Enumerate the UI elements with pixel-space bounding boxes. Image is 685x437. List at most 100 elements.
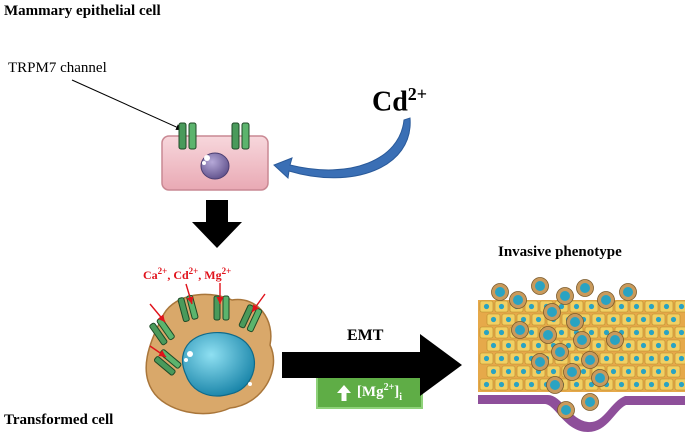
ion-mg-sup: 2+ (221, 266, 232, 276)
tissue-cell-nucleus (535, 342, 542, 349)
mg-increase-box: [Mg2+]i (316, 376, 423, 409)
invading-cell-nucleus (577, 335, 587, 345)
tissue-cell-nucleus (505, 368, 512, 375)
tissue-cell-nucleus (483, 329, 490, 336)
tissue-cell-nucleus (610, 368, 617, 375)
invading-cell-nucleus (623, 287, 633, 297)
cd-sup: 2+ (407, 84, 428, 104)
ion-influx-arrows (149, 283, 266, 358)
invading-cell-nucleus (570, 317, 580, 327)
cd-curved-arrow (273, 117, 411, 180)
invading-cell-nucleus (601, 295, 611, 305)
transformed-cell-title: Transformed cell (4, 412, 114, 428)
tissue-cell-nucleus (648, 303, 655, 310)
tissue-cell-nucleus (573, 355, 580, 362)
invading-cell-nucleus (561, 405, 571, 415)
cd-ion-label: Cd2+ (372, 84, 427, 118)
tissue-cell-nucleus (580, 368, 587, 375)
tissue-cell-nucleus (603, 329, 610, 336)
tissue-cell-nucleus (535, 316, 542, 323)
tissue-cell-nucleus (520, 342, 527, 349)
invading-cell-nucleus (585, 397, 595, 407)
tissue-cell-nucleus (663, 355, 670, 362)
trpm7-channel-left (178, 122, 197, 150)
invading-cell-nucleus (495, 287, 505, 297)
invasive-tissue (478, 277, 685, 432)
tissue-cell-nucleus (633, 329, 640, 336)
tissue-cell-nucleus (640, 316, 647, 323)
tissue-cell-nucleus (520, 368, 527, 375)
invasive-phenotype-title: Invasive phenotype (498, 244, 622, 260)
tissue-cell-nucleus (633, 381, 640, 388)
tissue-cell-nucleus (640, 368, 647, 375)
tissue-cell-nucleus (513, 381, 520, 388)
emt-label: EMT (347, 327, 384, 344)
tissue-cell-nucleus (483, 355, 490, 362)
invading-cell-nucleus (550, 380, 560, 390)
tissue-cell-nucleus (505, 342, 512, 349)
tissue-cell-nucleus (595, 316, 602, 323)
tissue-cell-nucleus (625, 368, 632, 375)
invading-cell-nucleus (560, 291, 570, 301)
invading-cells (491, 277, 637, 419)
invading-cell-nucleus (543, 330, 553, 340)
mg-concentration-text: [Mg2+]i (357, 382, 402, 403)
tissue-cell-nucleus (558, 303, 565, 310)
tissue-cell-nucleus (625, 316, 632, 323)
tissue-cell-nucleus (603, 355, 610, 362)
invading-cell-nucleus (595, 373, 605, 383)
down-arrow (192, 200, 242, 248)
invading-cell-nucleus (535, 281, 545, 291)
tissue-cell-nucleus (513, 355, 520, 362)
tissue-cell-nucleus (528, 303, 535, 310)
invading-cell-nucleus (513, 295, 523, 305)
emt-arrow (282, 334, 462, 396)
invading-cell-nucleus (585, 355, 595, 365)
tissue-cell-nucleus (498, 381, 505, 388)
tissue-cell-nucleus (490, 368, 497, 375)
tissue-cell-nucleus (505, 316, 512, 323)
tissue-cell-nucleus (633, 355, 640, 362)
tissue-cell-nucleus (678, 355, 685, 362)
trpm7-label: TRPM7 channel (8, 60, 107, 76)
tissue-cell-nucleus (498, 303, 505, 310)
tissue-cell-nucleus (558, 329, 565, 336)
tissue-cell-nucleus (678, 381, 685, 388)
mg-prefix: [Mg (356, 384, 384, 400)
mammary-cell-title: Mammary epithelial cell (4, 3, 161, 19)
tissue-cell-nucleus (573, 381, 580, 388)
ions-label: Ca2+, Cd2+, Mg2+ (143, 266, 231, 283)
tissue-cell-nucleus (550, 368, 557, 375)
tissue-cell-nucleus (678, 303, 685, 310)
invading-cell-nucleus (535, 357, 545, 367)
tissue-cell-nucleus (648, 381, 655, 388)
tissue-cell-nucleus (663, 329, 670, 336)
tissue-cell-nucleus (648, 329, 655, 336)
ion-cd-sup: 2+ (188, 266, 199, 276)
ion-ca-sup: 2+ (157, 266, 168, 276)
invading-cell-nucleus (580, 283, 590, 293)
tissue-cell-nucleus (618, 355, 625, 362)
tissue-cell-nucleus (633, 303, 640, 310)
tissue-cell-nucleus (648, 355, 655, 362)
tissue-cell-nucleus (618, 381, 625, 388)
up-arrow-icon (336, 384, 351, 401)
tissue-cell-nucleus (663, 303, 670, 310)
transformed-channel-4 (238, 304, 263, 333)
mg-sup: 2+ (383, 382, 395, 393)
tissue-cell-nucleus (588, 303, 595, 310)
ion-ca: Ca (143, 268, 158, 282)
tissue-cell-nucleus (498, 355, 505, 362)
ion-cd: , Cd (167, 268, 189, 282)
mg-close: ] (394, 384, 400, 400)
tissue-cell-nucleus (640, 342, 647, 349)
tissue-cell-nucleus (483, 381, 490, 388)
tissue-cell-nucleus (483, 303, 490, 310)
tissue-cell-nucleus (490, 342, 497, 349)
tissue-cell-nucleus (588, 329, 595, 336)
tissue-cell-nucleus (528, 329, 535, 336)
tissue-cell-nucleus (670, 368, 677, 375)
mg-sub: i (399, 392, 403, 403)
tissue-cell-nucleus (625, 342, 632, 349)
